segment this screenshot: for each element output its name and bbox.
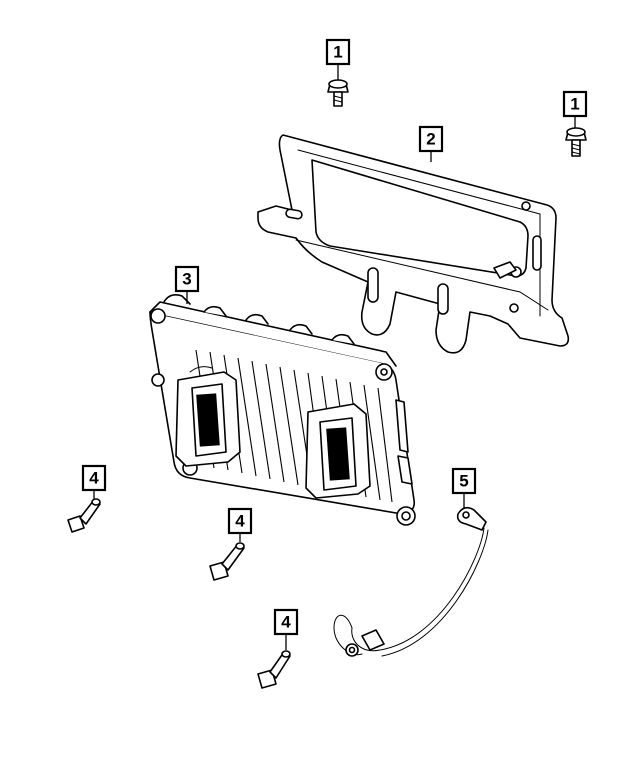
bracket-part (257, 134, 570, 354)
callout-3-label: 3 (182, 270, 191, 289)
bolt-part-4c (257, 650, 291, 689)
callout-4b: 4 (227, 507, 253, 535)
callout-1b: 1 (562, 90, 588, 118)
callout-5-label: 5 (459, 472, 468, 491)
callout-1b-label: 1 (570, 95, 579, 114)
callout-1a-label: 1 (333, 43, 342, 62)
connector-right (305, 403, 371, 499)
callout-3: 3 (174, 265, 200, 293)
bolt-part-4a (67, 498, 101, 533)
leader-lines (93, 64, 576, 650)
callout-2: 2 (418, 125, 444, 153)
connector-left (175, 366, 241, 467)
callout-5: 5 (451, 467, 477, 495)
callout-4a: 4 (81, 464, 107, 492)
control-module-part (149, 294, 416, 526)
screw-part-1a (327, 79, 349, 107)
callout-2-label: 2 (426, 130, 435, 149)
bolt-part-4b (209, 542, 245, 581)
callout-4c-label: 4 (281, 613, 291, 632)
ground-strap-part (333, 506, 489, 657)
callout-1a: 1 (325, 38, 351, 66)
screw-part-1b (565, 127, 587, 157)
callout-4c: 4 (273, 608, 299, 636)
callout-4a-label: 4 (89, 469, 99, 488)
callout-4b-label: 4 (235, 512, 245, 531)
